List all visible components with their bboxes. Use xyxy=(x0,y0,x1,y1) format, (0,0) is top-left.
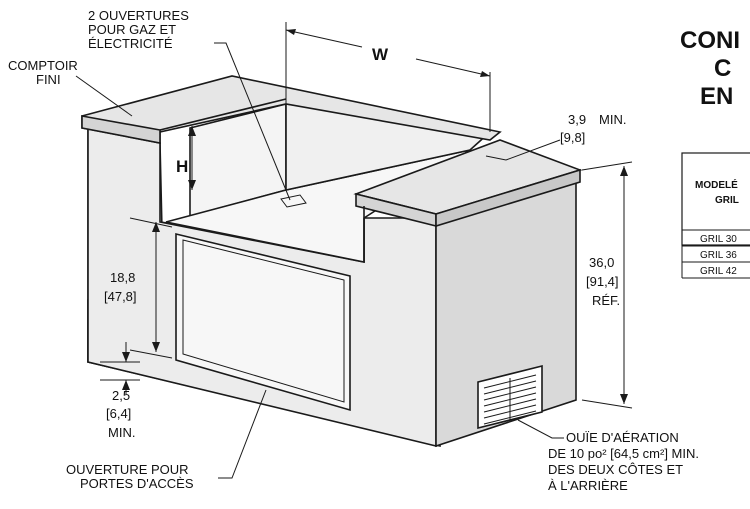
table-header-line2: GRIL xyxy=(715,195,739,206)
total-height: 36,0 xyxy=(589,255,614,270)
total-height-ref: RÉF. xyxy=(592,293,620,308)
table-row: GRIL 42 xyxy=(700,266,737,277)
countertop-leader xyxy=(75,75,133,117)
vent-label-line1: OUÏE D'AÉRATION xyxy=(566,430,679,445)
countertop-label-line1: COMPTOIR xyxy=(8,58,78,73)
base-clearance-dimension xyxy=(100,342,140,394)
opening-height-dimension xyxy=(129,217,173,359)
vent-louvre xyxy=(477,364,543,430)
height-dimension xyxy=(188,126,196,190)
title-line1: CONI xyxy=(680,27,740,54)
title-line2: C xyxy=(714,55,731,82)
access-label-line2: PORTES D'ACCÈS xyxy=(80,476,194,491)
width-label: W xyxy=(372,45,389,64)
access-label-line1: OUVERTURE POUR xyxy=(66,462,189,477)
access-opening-inner xyxy=(182,239,345,403)
countertop-left-back-edge xyxy=(159,98,287,131)
vent-leader xyxy=(517,419,564,439)
countertop-left-edge xyxy=(81,115,161,144)
openings-label-line3: ÉLECTRICITÉ xyxy=(88,36,173,51)
table-row: GRIL 30 xyxy=(700,234,737,245)
setback-dimension xyxy=(485,139,561,161)
height-label: H xyxy=(176,157,188,176)
setback-min: 3,9 xyxy=(568,112,586,127)
gas-electric-opening xyxy=(280,194,307,208)
countertop-label-line2: FINI xyxy=(36,72,61,87)
access-leader xyxy=(218,389,267,479)
width-dimension xyxy=(285,22,491,132)
table-row: GRIL 36 xyxy=(700,250,737,261)
base-clearance-cm: [6,4] xyxy=(106,406,131,421)
model-table xyxy=(681,152,750,279)
title-line3: EN xyxy=(700,83,733,110)
base-clearance: 2,5 xyxy=(112,388,130,403)
table-header-line1: MODELÉ xyxy=(695,178,738,191)
opening-height: 18,8 xyxy=(110,270,135,285)
total-height-cm: [91,4] xyxy=(586,274,619,289)
base-clearance-min: MIN. xyxy=(108,425,135,440)
vent-label-line2: DE 10 po² [64,5 cm²] MIN. xyxy=(548,446,699,461)
setback-cm: [9,8] xyxy=(560,130,585,145)
openings-label-line1: 2 OUVERTURES xyxy=(88,8,189,23)
vent-label-line4: À L'ARRIÈRE xyxy=(548,478,628,493)
opening-height-cm: [47,8] xyxy=(104,289,137,304)
countertop-right-side-edge xyxy=(435,168,581,228)
openings-leader xyxy=(214,42,291,201)
total-height-dimension xyxy=(581,161,633,409)
vent-label-line3: DES DEUX CÔTES ET xyxy=(548,462,683,477)
setback-min-suffix: MIN. xyxy=(599,112,626,127)
openings-label-line2: POUR GAZ ET xyxy=(88,22,176,37)
access-opening xyxy=(175,232,351,412)
